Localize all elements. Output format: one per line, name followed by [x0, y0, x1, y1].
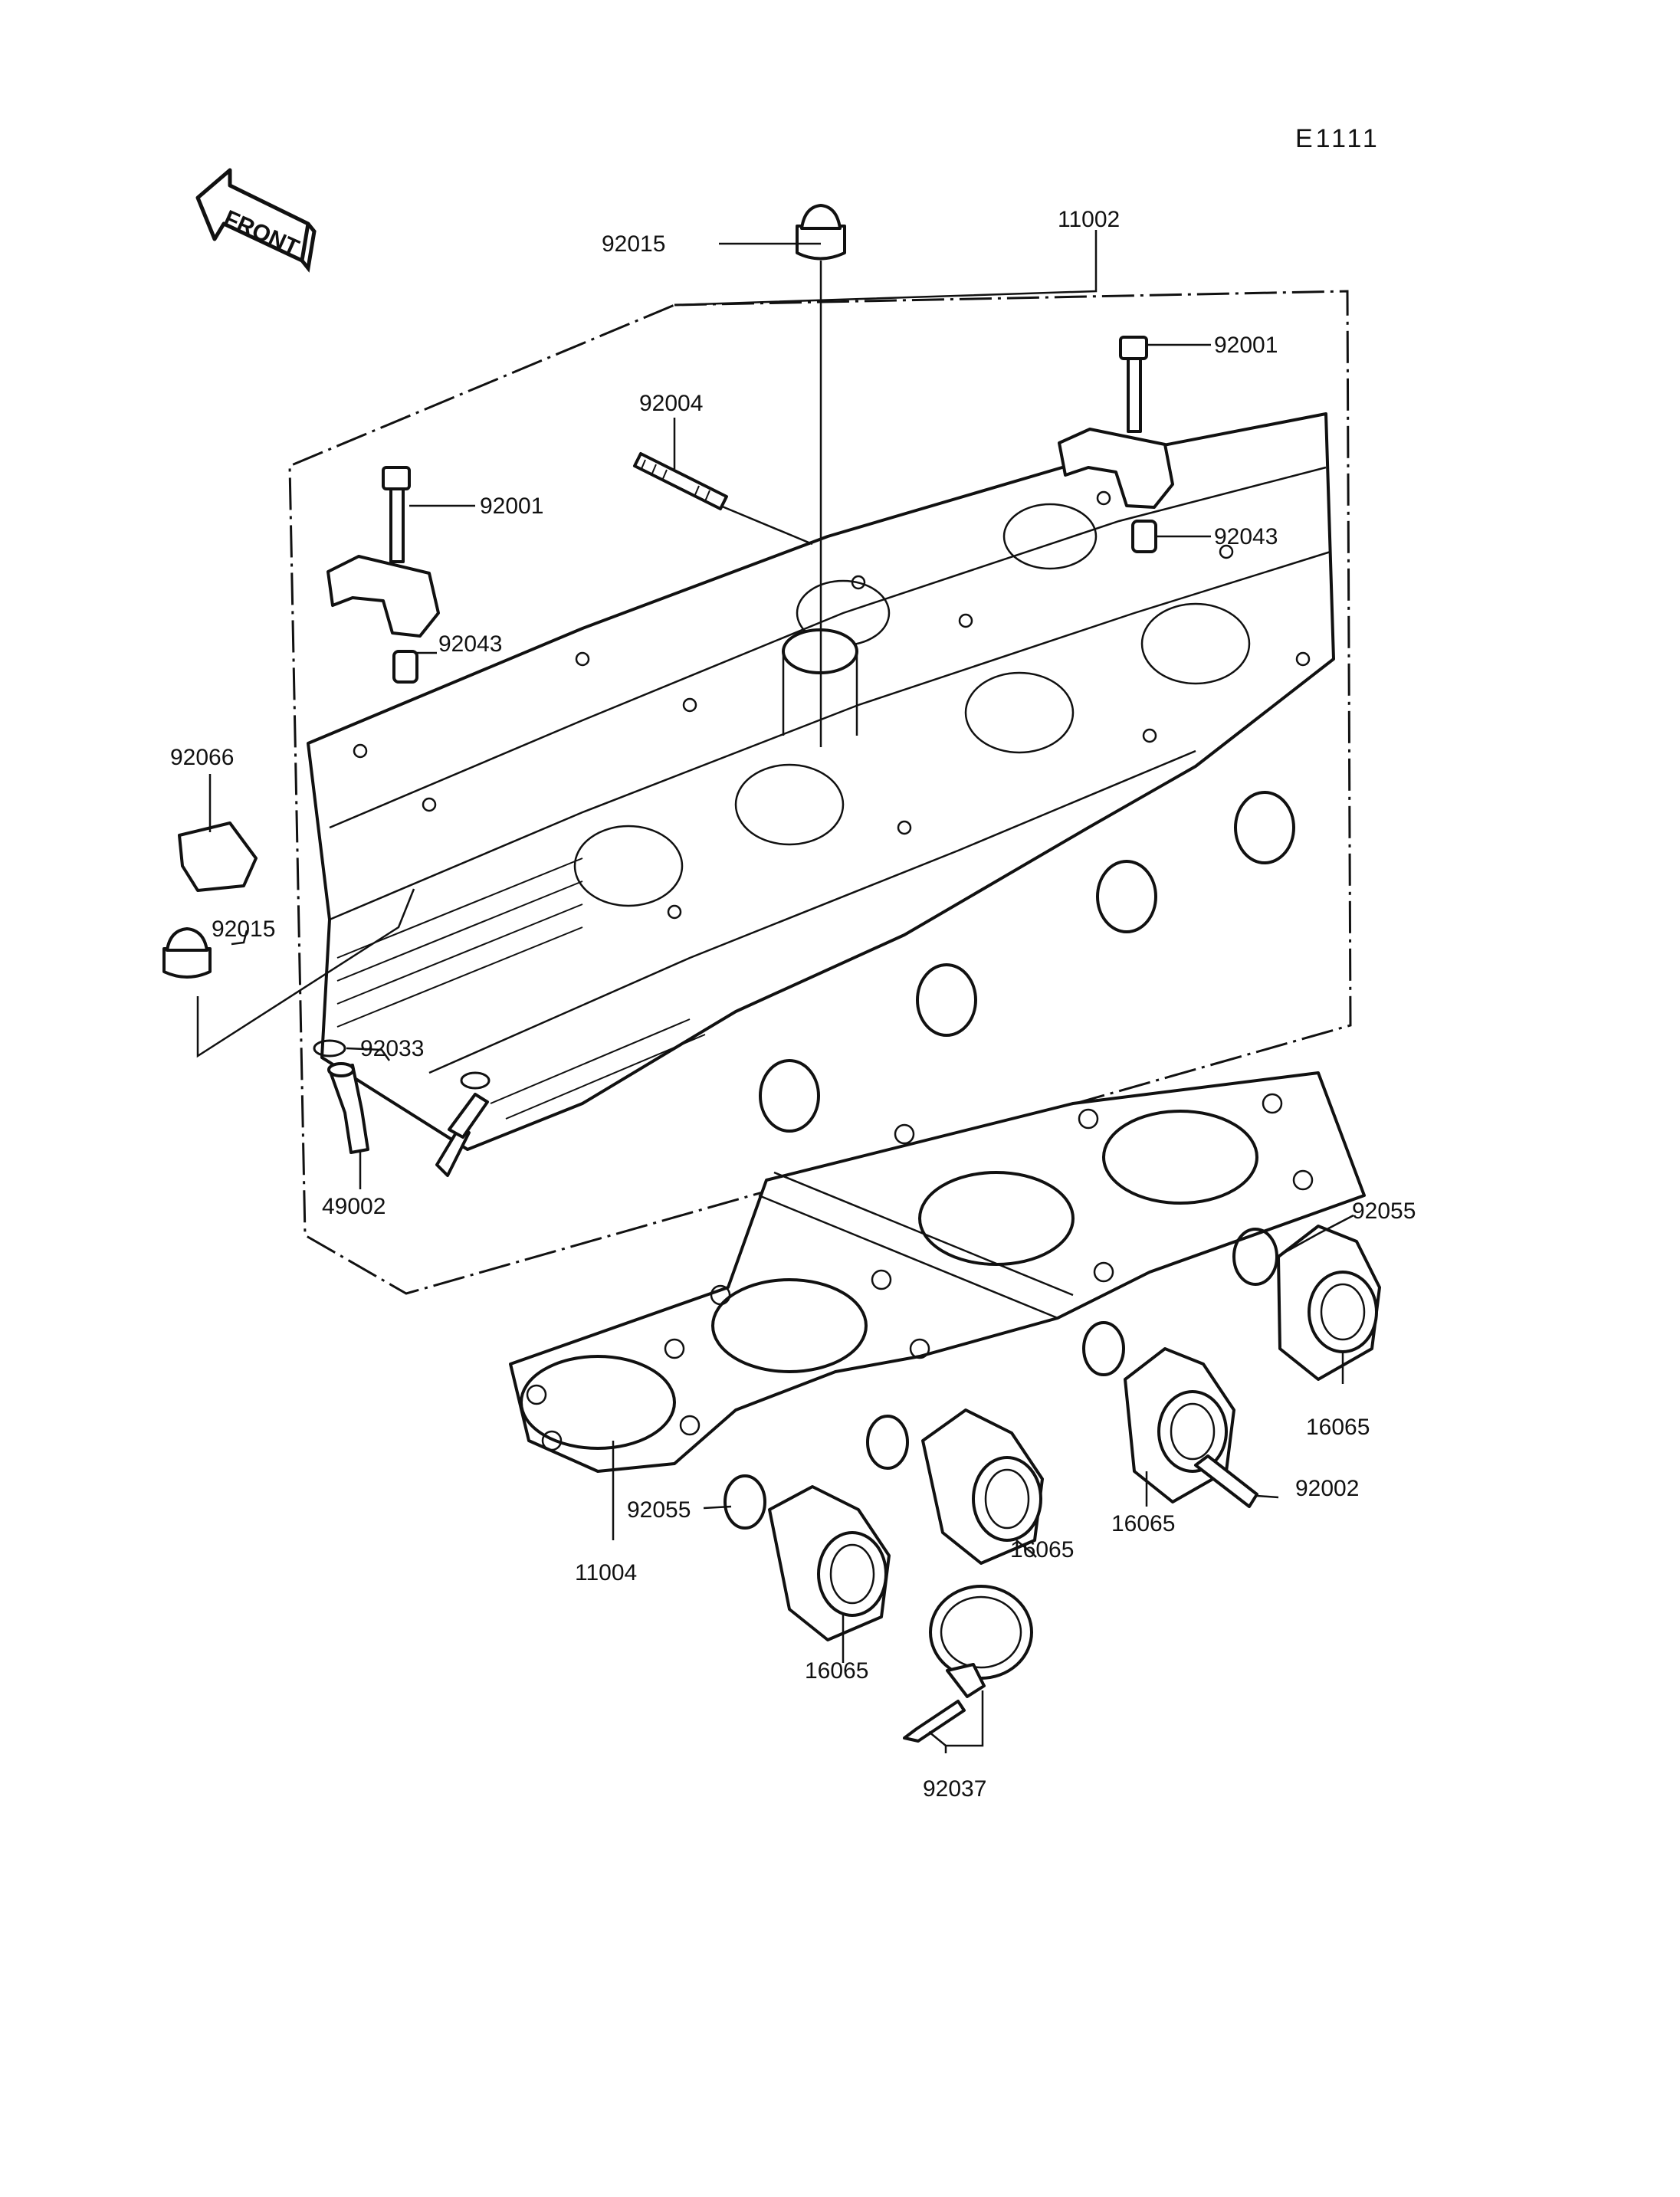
- callout-11004: 11004: [575, 1560, 637, 1585]
- callout-92033: 92033: [360, 1036, 424, 1061]
- callout-92015-left: 92015: [212, 917, 275, 942]
- carb-holder-left: [768, 1485, 891, 1641]
- cam-cap-right: [1058, 428, 1174, 509]
- carb-holder-right: [1277, 1225, 1381, 1381]
- callout-16065-right: 16065: [1306, 1415, 1370, 1440]
- callout-11002: 11002: [1058, 207, 1120, 232]
- stud-bolt: [633, 452, 728, 510]
- holder-screw: [1194, 1454, 1258, 1508]
- o-ring-left: [724, 1474, 766, 1530]
- o-ring-right: [1232, 1228, 1278, 1286]
- valve-guide-left: [327, 1062, 369, 1154]
- callout-49002: 49002: [322, 1194, 386, 1219]
- callout-16065-left: 16065: [805, 1658, 868, 1684]
- callout-92001-right: 92001: [1214, 333, 1278, 358]
- rubber-cap: [178, 821, 258, 892]
- callout-92043-left: 92043: [438, 631, 502, 657]
- callout-92015-top: 92015: [602, 231, 665, 257]
- o-ring-center-left: [866, 1415, 909, 1470]
- o-ring-valve-guide: [313, 1039, 346, 1058]
- callout-92001-left: 92001: [480, 494, 543, 519]
- callout-16065-center: 16065: [1010, 1537, 1074, 1562]
- cylinder-head-assembly-frame: [288, 290, 1352, 1295]
- o-ring-center-right: [1082, 1321, 1125, 1376]
- diagram-code: E1111: [1295, 124, 1380, 153]
- callout-92055-left: 92055: [627, 1497, 691, 1523]
- callout-92037: 92037: [923, 1776, 986, 1802]
- cam-cap-left: [326, 555, 440, 638]
- callout-16065-mid: 16065: [1111, 1511, 1175, 1536]
- callout-92066: 92066: [170, 745, 234, 770]
- carb-holder-center: [921, 1408, 1044, 1565]
- callout-92004: 92004: [639, 391, 703, 416]
- callout-92055-right: 92055: [1352, 1199, 1416, 1224]
- carb-clamp: [903, 1585, 1033, 1743]
- front-arrow-icon: FRONT: [195, 168, 317, 273]
- cam-cap-bolt-left: [382, 466, 411, 563]
- callout-92043-right: 92043: [1214, 524, 1278, 549]
- valve-guide-right: [435, 1071, 491, 1177]
- dowel-pin-right: [1131, 520, 1157, 553]
- dowel-pin-left: [392, 650, 418, 684]
- callout-92002: 92002: [1295, 1476, 1359, 1501]
- cap-nut-left: [162, 927, 212, 979]
- cap-nut-top: [796, 204, 846, 261]
- head-gasket: [509, 1071, 1366, 1473]
- cam-cap-bolt-right: [1119, 336, 1148, 433]
